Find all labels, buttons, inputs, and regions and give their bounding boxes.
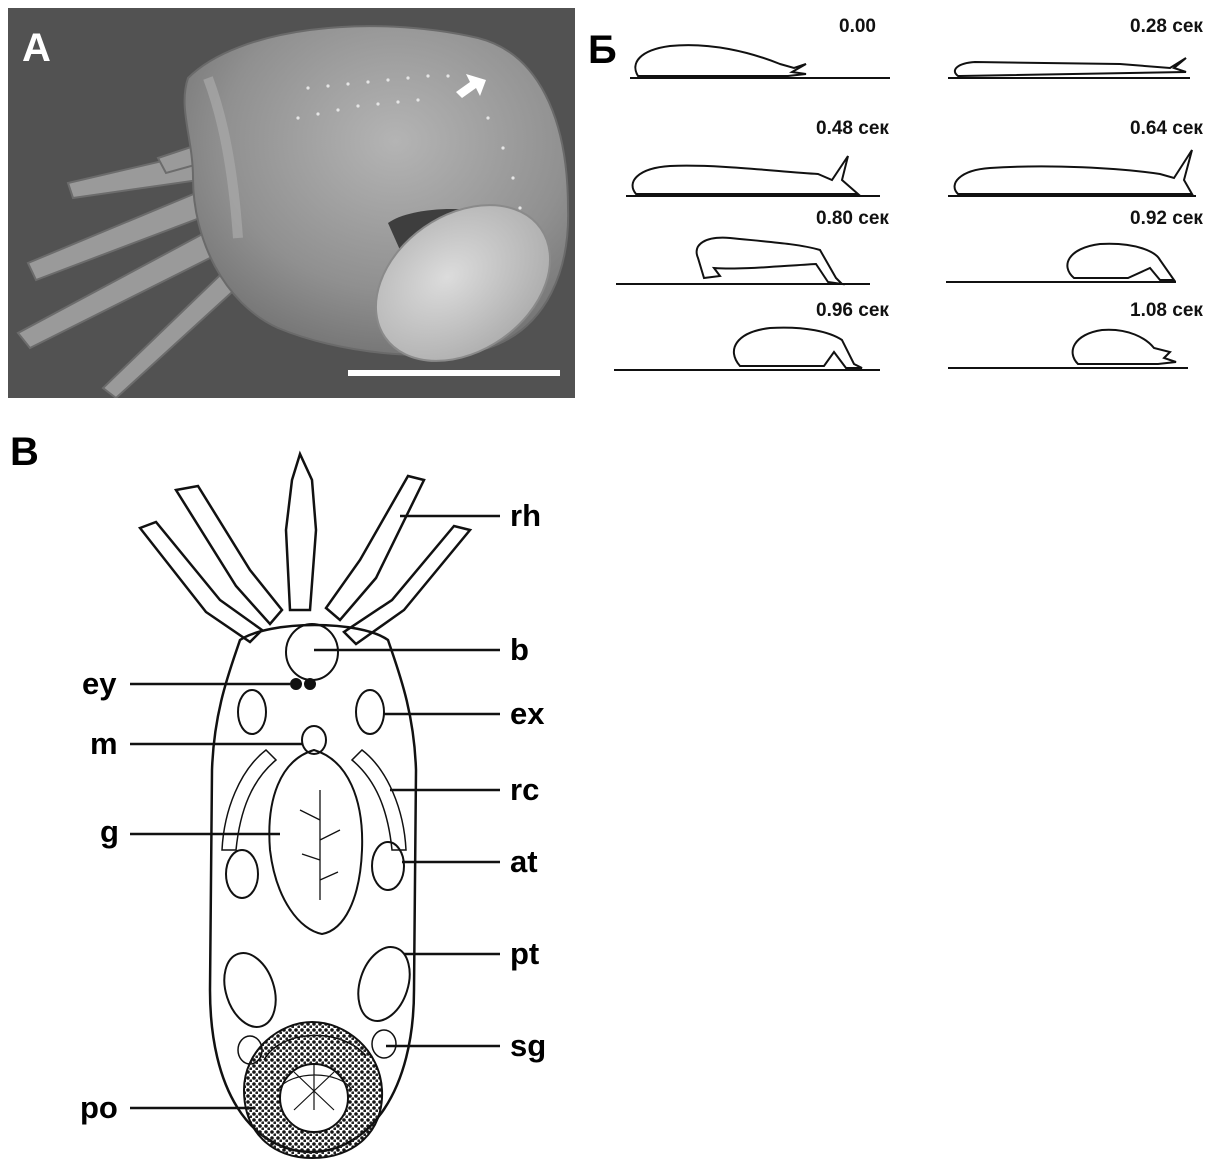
label-po: po xyxy=(80,1092,118,1123)
reproductive-cells xyxy=(352,750,406,850)
frame-outline xyxy=(614,328,880,370)
label-g: g xyxy=(100,816,119,847)
label-at: at xyxy=(510,846,538,877)
excretory-organ xyxy=(356,690,384,734)
brain xyxy=(286,624,338,680)
scale-bar xyxy=(348,370,560,376)
label-b: b xyxy=(510,634,529,665)
panel-a-letter: А xyxy=(22,28,51,68)
anterior-tube xyxy=(372,842,404,890)
tentacles xyxy=(140,454,470,644)
locomotion-outlines xyxy=(580,8,1226,388)
anterior-tube xyxy=(226,850,258,898)
label-rc: rc xyxy=(510,774,539,805)
panel-b-locomotion-sequence: Б 0.00 0.28 сек 0.48 сек 0.64 сек 0.80 с… xyxy=(580,8,1226,388)
frame-outline xyxy=(948,150,1196,196)
label-sg: sg xyxy=(510,1030,546,1061)
leader-lines xyxy=(130,516,500,1108)
frame-outline xyxy=(626,156,880,196)
label-m: m xyxy=(90,728,118,759)
frame-outline xyxy=(946,244,1176,282)
eye xyxy=(305,679,315,689)
label-ey: ey xyxy=(82,668,116,699)
eye xyxy=(291,679,301,689)
excretory-organ xyxy=(238,690,266,734)
label-ex: ex xyxy=(510,698,544,729)
frame-outline xyxy=(948,330,1188,368)
panel-v-anatomy-diagram: В xyxy=(0,410,620,1162)
sem-rotifer-illustration xyxy=(8,8,575,398)
frame-outline xyxy=(616,238,870,284)
label-pt: pt xyxy=(510,938,539,969)
gut xyxy=(269,750,362,934)
label-rh: rh xyxy=(510,500,541,531)
panel-a-sem-image: А xyxy=(8,8,575,398)
frame-outline xyxy=(630,45,890,78)
posterior-tube xyxy=(215,946,284,1033)
frame-outline xyxy=(948,58,1190,78)
